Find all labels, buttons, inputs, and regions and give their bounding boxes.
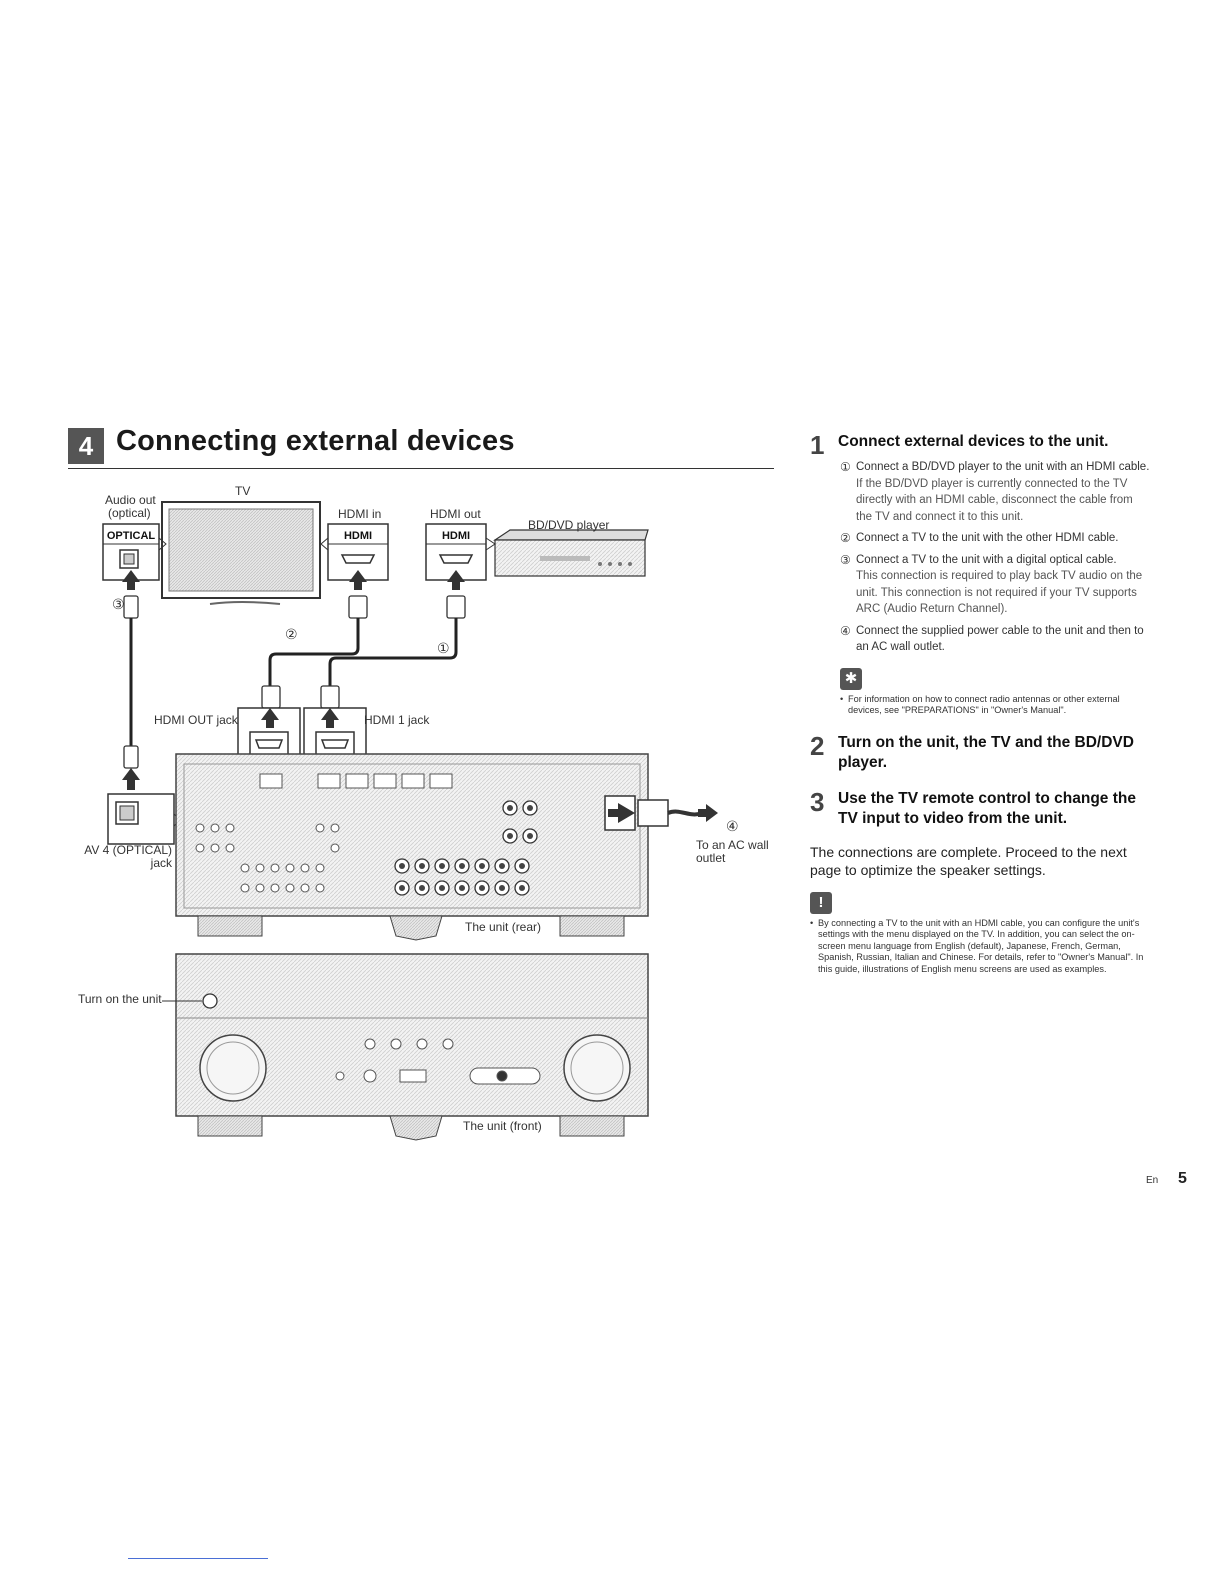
- hdmi-out-label: HDMI out: [430, 507, 481, 521]
- circle-1-label: ①: [437, 640, 450, 656]
- item-3-marker: ③: [840, 552, 851, 567]
- connection-diagram: TV Audio out (optical) OPTICAL HDMI in H…: [70, 478, 780, 1158]
- item-2-marker: ②: [840, 531, 851, 545]
- step-1-item-4: ④ Connect the supplied power cable to th…: [840, 623, 1150, 656]
- step-1-item-2: ② Connect a TV to the unit with the othe…: [840, 530, 1150, 547]
- av4-callout: [107, 768, 181, 845]
- turn-on-label: Turn on the unit: [78, 992, 162, 1006]
- instructions-column: 1 Connect external devices to the unit. …: [810, 430, 1150, 975]
- optical-paren-label: (optical): [108, 506, 151, 520]
- step-1-item-3: ③ Connect a TV to the unit with a digita…: [840, 552, 1150, 618]
- hdmi-out-badge: HDMI: [441, 530, 471, 542]
- diagram-illustration: [102, 501, 718, 1141]
- tip-note: •For information on how to connect radio…: [840, 693, 1120, 716]
- hdmi-out-jack-label: HDMI OUT jack: [154, 713, 238, 727]
- unit-front-illustration: [162, 953, 649, 1141]
- av4-label-line2: jack: [150, 856, 172, 870]
- item-1-text: Connect a BD/DVD player to the unit with…: [856, 461, 1150, 473]
- page-number: 5: [1178, 1170, 1187, 1187]
- caution-note: •By connecting a TV to the unit with an …: [810, 917, 1144, 974]
- bd-player-illustration: [493, 529, 649, 577]
- step-1: 1 Connect external devices to the unit.: [810, 430, 1150, 460]
- step-2: 2 Turn on the unit, the TV and the BD/DV…: [810, 730, 1150, 773]
- audio-out-label: Audio out: [105, 493, 156, 507]
- step-1-item-1: ① Connect a BD/DVD player to the unit wi…: [840, 459, 1150, 525]
- section-header: 4 Connecting external devices: [68, 425, 774, 469]
- completion-text: The connections are complete. Proceed to…: [810, 843, 1127, 879]
- item-3-sub: This connection is required to play back…: [856, 570, 1143, 615]
- hdmi-1-jack-label: HDMI 1 jack: [364, 713, 430, 727]
- step-1-number: 1: [810, 430, 825, 460]
- tv-illustration: [161, 501, 321, 605]
- bd-player-label: BD/DVD player: [528, 518, 610, 532]
- footer-language: En: [1146, 1175, 1159, 1186]
- circle-2-label: ②: [285, 626, 298, 642]
- optical-callout: [102, 523, 167, 581]
- circle-3-label: ③: [112, 596, 125, 612]
- item-3-text: Connect a TV to the unit with a digital …: [856, 553, 1117, 566]
- bottom-rule: [128, 1558, 268, 1559]
- step-2-title: Turn on the unit, the TV and the BD/DVD …: [838, 733, 1134, 771]
- ac-outlet-label-line1: To an AC wall: [696, 838, 769, 852]
- step-3-title: Use the TV remote control to change the …: [838, 789, 1136, 827]
- tv-label: TV: [235, 484, 251, 498]
- unit-front-label: The unit (front): [463, 1119, 542, 1133]
- ac-outlet-label-line2: outlet: [696, 851, 726, 865]
- item-2-text: Connect a TV to the unit with the other …: [856, 532, 1119, 544]
- step-1-title: Connect external devices to the unit.: [838, 433, 1109, 450]
- section-number: 4: [68, 428, 104, 464]
- av4-label-line1: AV 4 (OPTICAL): [84, 843, 172, 857]
- hdmi-in-label: HDMI in: [338, 507, 382, 521]
- section-title: Connecting external devices: [116, 425, 515, 457]
- unit-rear-illustration: [175, 753, 718, 941]
- step-3: 3 Use the TV remote control to change th…: [810, 786, 1150, 829]
- item-4-text: Connect the supplied power cable to the …: [856, 624, 1144, 654]
- step-2-number: 2: [810, 730, 825, 761]
- tip-block: ✱ •For information on how to connect rad…: [840, 667, 1150, 717]
- circle-4-label: ④: [726, 818, 739, 834]
- unit-rear-label: The unit (rear): [465, 920, 542, 934]
- optical-badge: OPTICAL: [106, 530, 156, 542]
- step-3-number: 3: [810, 786, 825, 817]
- item-1-marker: ①: [840, 460, 851, 474]
- item-1-sub: If the BD/DVD player is currently connec…: [856, 477, 1133, 523]
- tip-lightbulb-icon: ✱: [840, 667, 862, 690]
- item-4-marker: ④: [840, 623, 851, 638]
- hdmi-in-badge: HDMI: [343, 530, 373, 542]
- caution-icon: !: [810, 891, 832, 914]
